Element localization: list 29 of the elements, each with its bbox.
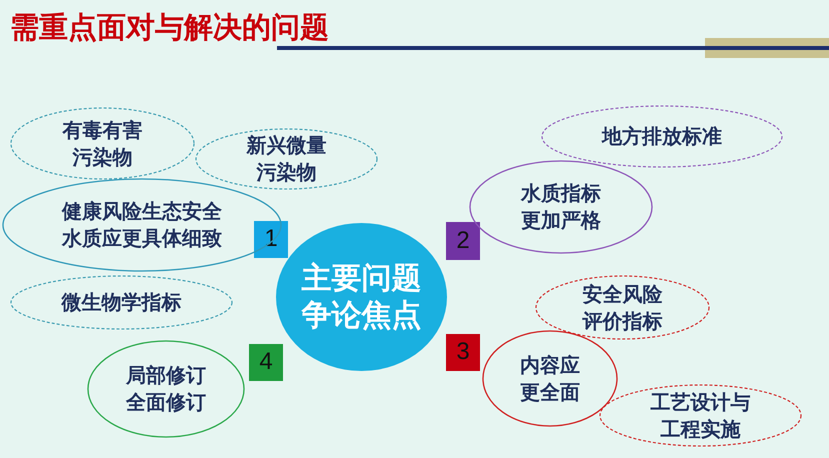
number-badge: [249, 344, 283, 381]
number-badge: [254, 221, 288, 258]
topic-text: 新兴微量污染物: [245, 132, 328, 186]
topic-ellipse: [195, 128, 378, 190]
topic-text: 健康风险生态安全水质应更具体细致: [60, 198, 223, 252]
topic-ellipse: [535, 275, 710, 340]
central-topic-ellipse: [275, 222, 448, 372]
topic-ellipse: [482, 330, 618, 427]
topic-ellipse: [10, 275, 233, 330]
topic-ellipse: [87, 340, 245, 438]
badge-number: 4: [259, 347, 273, 378]
number-badge: [446, 222, 480, 260]
topic-text: 地方排放标准: [600, 123, 723, 150]
number-badge: [446, 334, 480, 371]
topic-text: 工艺设计与工程实施: [650, 388, 752, 442]
topic-text: 微生物学指标: [60, 289, 182, 316]
topic-ellipse: [469, 160, 653, 254]
topic-text: 安全风险评价指标: [581, 280, 664, 334]
badge-number: 2: [456, 226, 470, 256]
topic-text: 内容应更全面: [519, 352, 581, 406]
topic-ellipse: [541, 105, 783, 168]
topic-ellipse: [10, 107, 195, 180]
topic-text: 有毒有害污染物: [61, 116, 144, 170]
slide-title: 需重点面对与解决的问题: [10, 9, 329, 46]
topic-text: 局部修订全面修订: [124, 362, 207, 416]
topic-text: 主要问题争论焦点: [300, 260, 422, 334]
topic-text: 水质指标更加严格: [520, 180, 602, 234]
topic-ellipse: [599, 384, 802, 447]
badge-number: 3: [456, 337, 470, 368]
